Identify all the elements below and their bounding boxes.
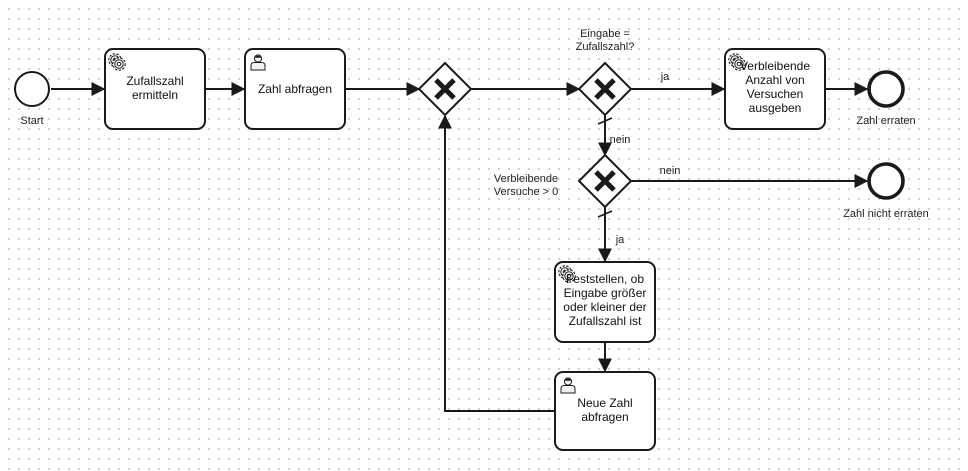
task-remaining[interactable]: Verbleibende Anzahl von Versuchen ausgeb…: [724, 48, 826, 130]
end-event-guessed[interactable]: [867, 70, 905, 108]
task-label: Anzahl von: [745, 73, 804, 87]
default-flow-marker: [597, 117, 613, 125]
end-event-guessed-label: Zahl erraten: [856, 115, 915, 127]
end-event-not-guessed-label: Zahl nicht erraten: [843, 208, 929, 220]
gateway-label: Versuche > 0: [494, 186, 559, 198]
end-event-not-guessed[interactable]: [867, 162, 905, 200]
gateway-input-equal[interactable]: [577, 61, 633, 117]
task-label: Versuchen: [747, 87, 804, 101]
gateway-label: Eingabe =: [580, 28, 630, 40]
task-label: Zufallszahl ist: [569, 314, 642, 328]
task-label: Eingabe größer: [564, 286, 647, 300]
task-label: Zahl abfragen: [258, 82, 332, 96]
task-label: oder kleiner der: [563, 300, 646, 314]
start-event-label: Start: [20, 115, 43, 127]
flow-new-back-to-merge[interactable]: [438, 114, 555, 412]
task-label: Neue Zahl: [577, 396, 632, 410]
gateway-label: Verbleibende: [494, 173, 558, 185]
task-label: Verbleibende: [740, 59, 810, 73]
task-label: Feststellen, ob: [566, 272, 644, 286]
flow-label: nein: [610, 134, 631, 146]
task-random[interactable]: Zufallszahl ermitteln: [104, 48, 206, 130]
task-ask[interactable]: Zahl abfragen: [244, 48, 346, 130]
start-event[interactable]: [14, 71, 50, 107]
task-label: ausgeben: [749, 101, 802, 115]
task-compare[interactable]: Feststellen, ob Eingabe größer oder klei…: [554, 261, 656, 343]
task-new-number[interactable]: Neue Zahl abfragen: [554, 371, 656, 451]
gateway-attempts[interactable]: [577, 153, 633, 209]
flow-label: nein: [660, 165, 681, 177]
gateway-merge[interactable]: [417, 61, 473, 117]
flow-label: ja: [660, 71, 670, 83]
task-label: ermitteln: [132, 88, 178, 102]
gateway-label: Zufallszahl?: [576, 41, 635, 53]
flow-label: ja: [615, 234, 625, 246]
task-label: Zufallszahl: [126, 74, 183, 88]
task-label: abfragen: [581, 410, 628, 424]
default-flow-marker: [597, 210, 613, 218]
